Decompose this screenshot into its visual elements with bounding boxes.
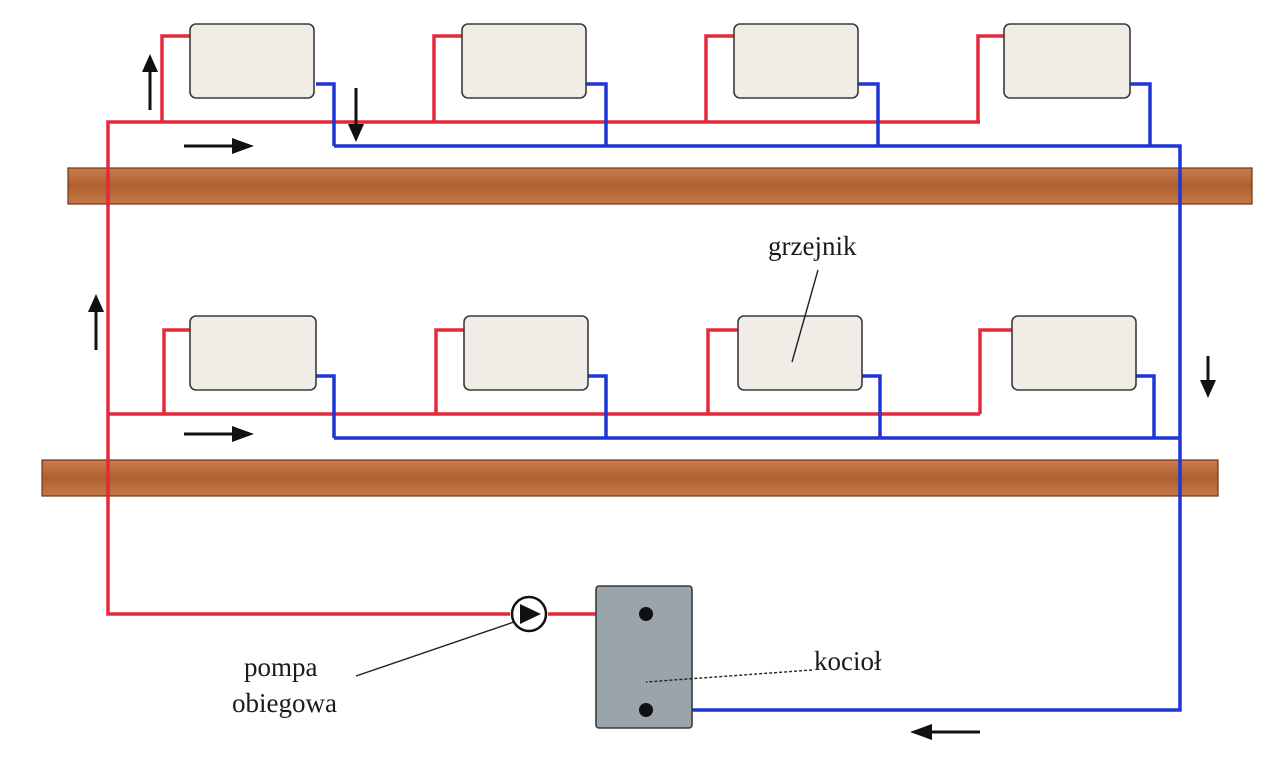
flow-arrow-right-icon bbox=[184, 426, 254, 442]
radiator-supply-connection bbox=[706, 328, 738, 414]
radiator-return-connection bbox=[862, 374, 882, 438]
radiator bbox=[737, 315, 863, 391]
radiator-return-connection bbox=[316, 374, 336, 438]
radiator bbox=[1003, 23, 1131, 99]
radiator-return-connection bbox=[1130, 82, 1152, 146]
boiler bbox=[595, 585, 693, 729]
boiler-supply-port bbox=[639, 607, 653, 621]
lower-floor-beam bbox=[41, 459, 1219, 497]
radiator-supply-connection bbox=[160, 34, 190, 122]
flow-arrow-down-icon bbox=[1200, 356, 1216, 398]
boiler-label: kocioł bbox=[814, 646, 882, 676]
flow-arrow-right-icon bbox=[184, 138, 254, 154]
radiator-supply-connection bbox=[432, 34, 462, 122]
radiator bbox=[1011, 315, 1137, 391]
radiator-supply-connection bbox=[978, 328, 1012, 414]
radiator-supply-connection bbox=[162, 328, 190, 414]
radiator bbox=[463, 315, 589, 391]
radiator bbox=[461, 23, 587, 99]
radiator-supply-connection bbox=[976, 34, 1004, 122]
upper-floor-beam bbox=[67, 167, 1253, 205]
radiator bbox=[189, 23, 315, 99]
radiator-supply-connection bbox=[704, 34, 734, 122]
circulation-pump-icon bbox=[510, 595, 548, 633]
radiator-return-connection bbox=[586, 82, 608, 146]
radiator-return-connection bbox=[1136, 374, 1156, 438]
radiator bbox=[189, 315, 317, 391]
radiator-supply-connection bbox=[434, 328, 464, 414]
radiator-return-connection bbox=[588, 374, 608, 438]
radiator-return-connection bbox=[858, 82, 880, 146]
pump-leader-line bbox=[355, 621, 515, 677]
flow-arrow-down-icon bbox=[348, 88, 364, 142]
radiator bbox=[733, 23, 859, 99]
pump-label-line1: pompa bbox=[244, 652, 318, 682]
radiator-leader-line bbox=[791, 269, 819, 363]
radiator-label: grzejnik bbox=[768, 231, 857, 261]
return-riser-pipe bbox=[334, 144, 1182, 712]
flow-arrow-up-icon bbox=[142, 54, 158, 110]
boiler-return-port bbox=[639, 703, 653, 717]
flow-arrow-left-icon bbox=[910, 724, 980, 740]
radiator-return-connection bbox=[316, 82, 336, 146]
boiler-leader-line bbox=[645, 669, 813, 683]
supply-riser-pipe bbox=[106, 120, 980, 616]
pump-label-line2: obiegowa bbox=[232, 688, 337, 718]
flow-arrow-up-icon bbox=[88, 294, 104, 350]
